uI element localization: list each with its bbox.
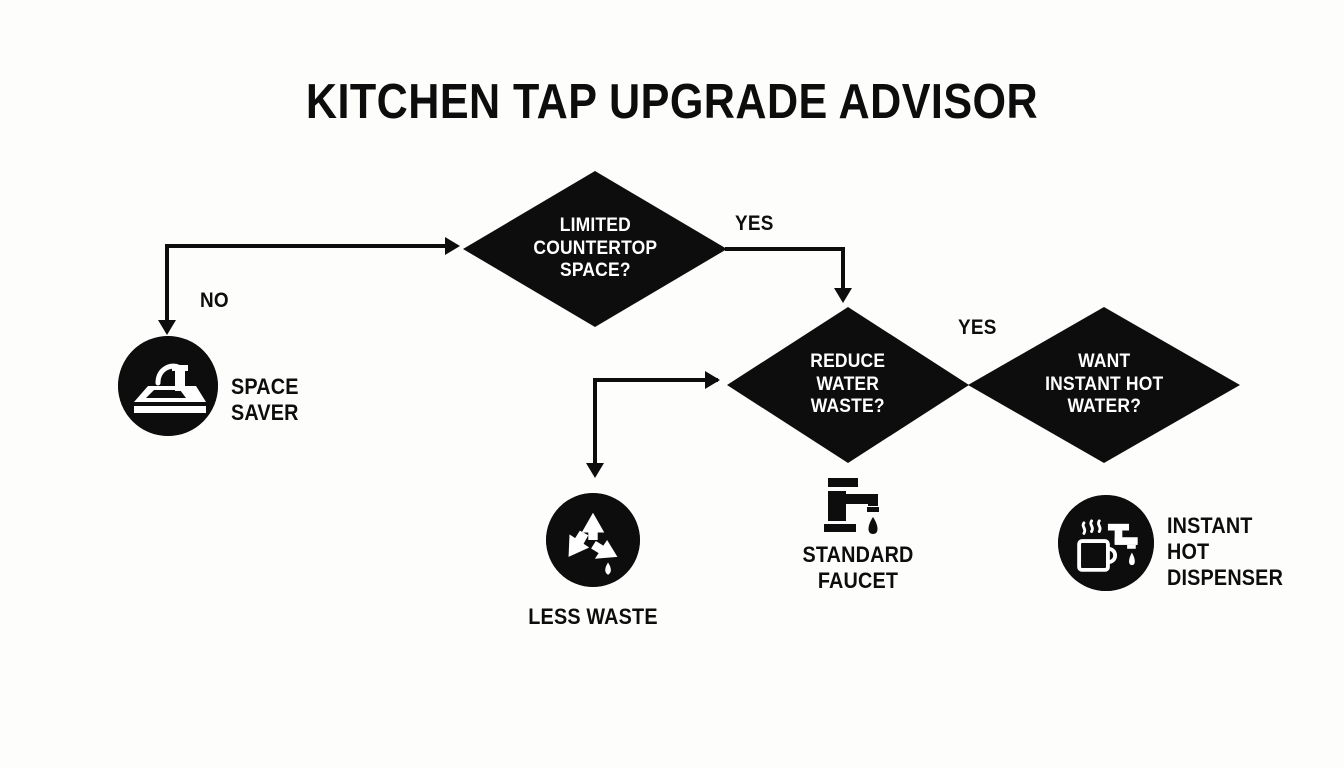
decision-reduce-water-waste[interactable]: REDUCE WATER WASTE?	[727, 307, 969, 463]
connector-space-yes-horizontal	[725, 247, 845, 251]
decision-label: WANT INSTANT HOT WATER?	[1044, 351, 1164, 418]
hot-mug-faucet-icon	[1058, 495, 1154, 591]
arrow-into-less-waste	[586, 463, 604, 478]
edge-label-no: NO	[200, 289, 229, 312]
arrow-into-reduce-waste-left	[705, 371, 720, 389]
decision-limited-countertop-space[interactable]: LIMITED COUNTERTOP SPACE?	[463, 171, 727, 327]
faucet-drop-icon	[820, 476, 896, 542]
connector-waste-left-vertical	[593, 378, 597, 465]
arrow-into-space-saver	[158, 320, 176, 335]
recycle-drop-icon	[546, 493, 640, 587]
sink-faucet-icon	[118, 336, 218, 436]
arrow-into-reduce-waste-diamond	[834, 288, 852, 303]
connector-space-no-horizontal	[165, 244, 445, 248]
outcome-label: STANDARD FAUCET	[802, 542, 914, 593]
decision-want-instant-hot-water[interactable]: WANT INSTANT HOT WATER?	[968, 307, 1240, 463]
edge-label-yes-space: YES	[735, 212, 774, 235]
decision-label: REDUCE WATER WASTE?	[810, 351, 886, 418]
arrow-into-limited-space-diamond	[445, 237, 460, 255]
outcome-label: INSTANT HOT DISPENSER	[1167, 513, 1284, 590]
edge-label-yes-hot: YES	[958, 316, 997, 339]
decision-label: LIMITED COUNTERTOP SPACE?	[533, 215, 657, 282]
connector-waste-left-horizontal	[593, 378, 718, 382]
connector-space-yes-vertical	[841, 247, 845, 291]
outcome-label: SPACE SAVER	[231, 374, 299, 425]
outcome-label: LESS WASTE	[528, 604, 658, 629]
page-title: KITCHEN TAP UPGRADE ADVISOR	[305, 75, 1039, 129]
connector-space-no-vertical	[165, 244, 169, 322]
